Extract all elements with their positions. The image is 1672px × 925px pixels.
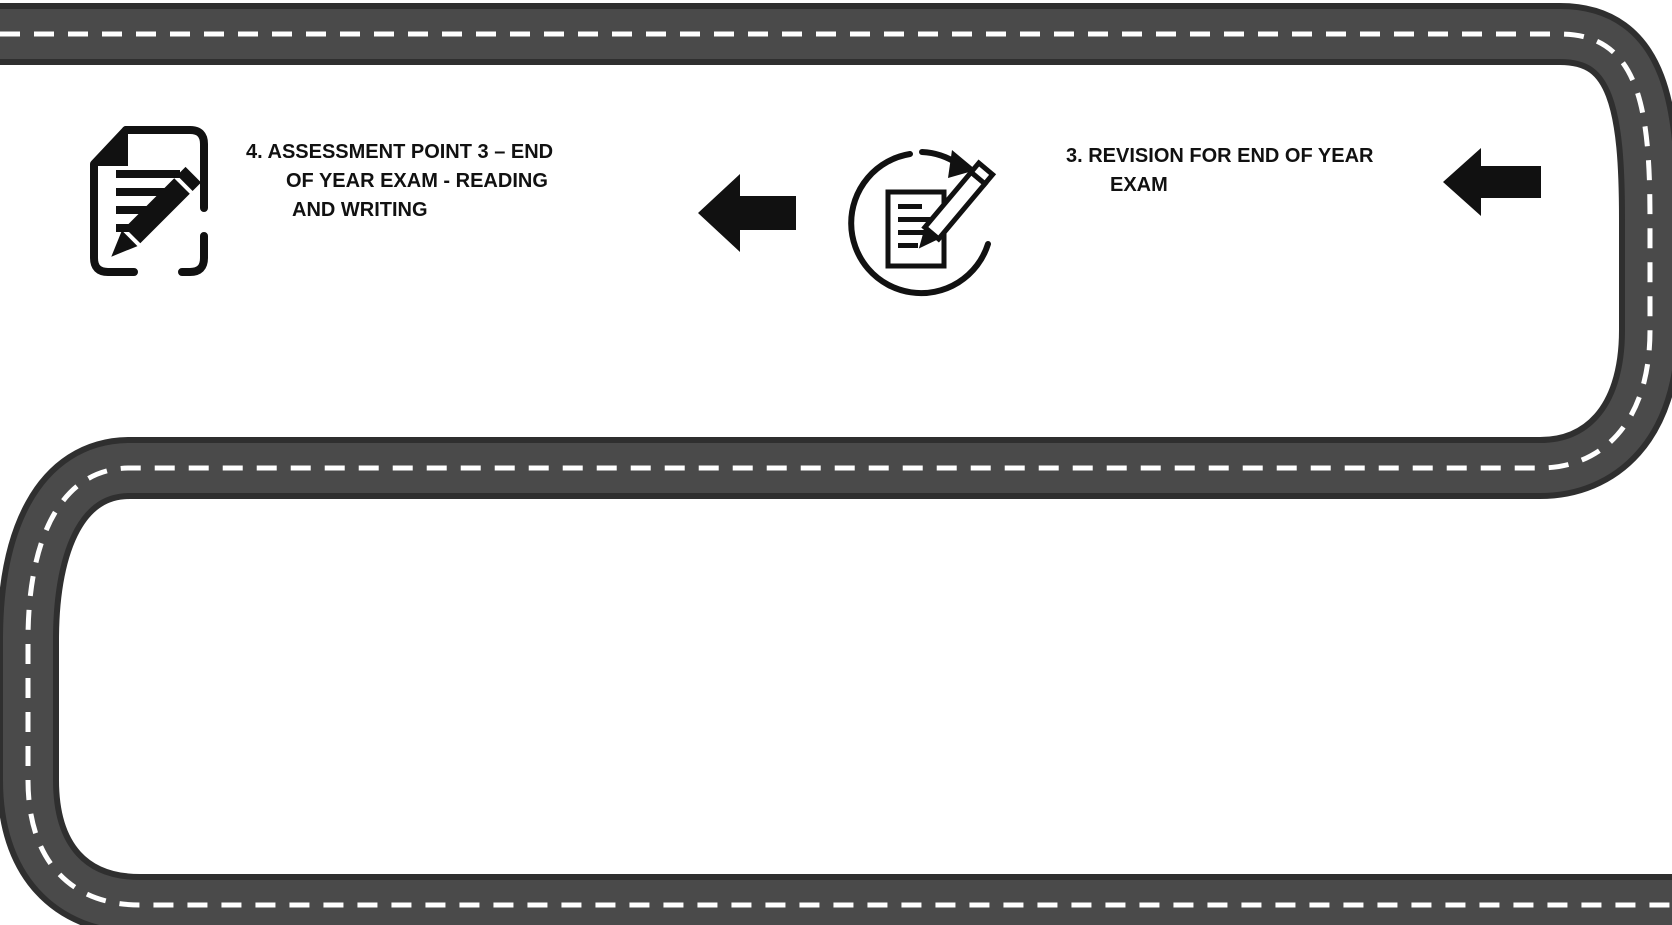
revision-cycle-document-icon — [848, 144, 1008, 304]
arrow-left-icon — [1443, 148, 1541, 216]
step-4-label: 4. ASSESSMENT POINT 3 – END OF YEAR EXAM… — [246, 138, 553, 225]
step-3-line-1: 3. REVISION FOR END OF YEAR — [1066, 142, 1373, 171]
step-4-line-2: OF YEAR EXAM - READING — [246, 167, 553, 196]
exam-paper-pencil-icon — [86, 126, 226, 280]
arrow-left-icon — [698, 174, 796, 252]
step-4-line-1: 4. ASSESSMENT POINT 3 – END — [246, 138, 553, 167]
step-3-label: 3. REVISION FOR END OF YEAR EXAM — [1066, 142, 1373, 200]
step-4-line-3: AND WRITING — [246, 196, 553, 225]
step-3-line-2: EXAM — [1066, 171, 1373, 200]
